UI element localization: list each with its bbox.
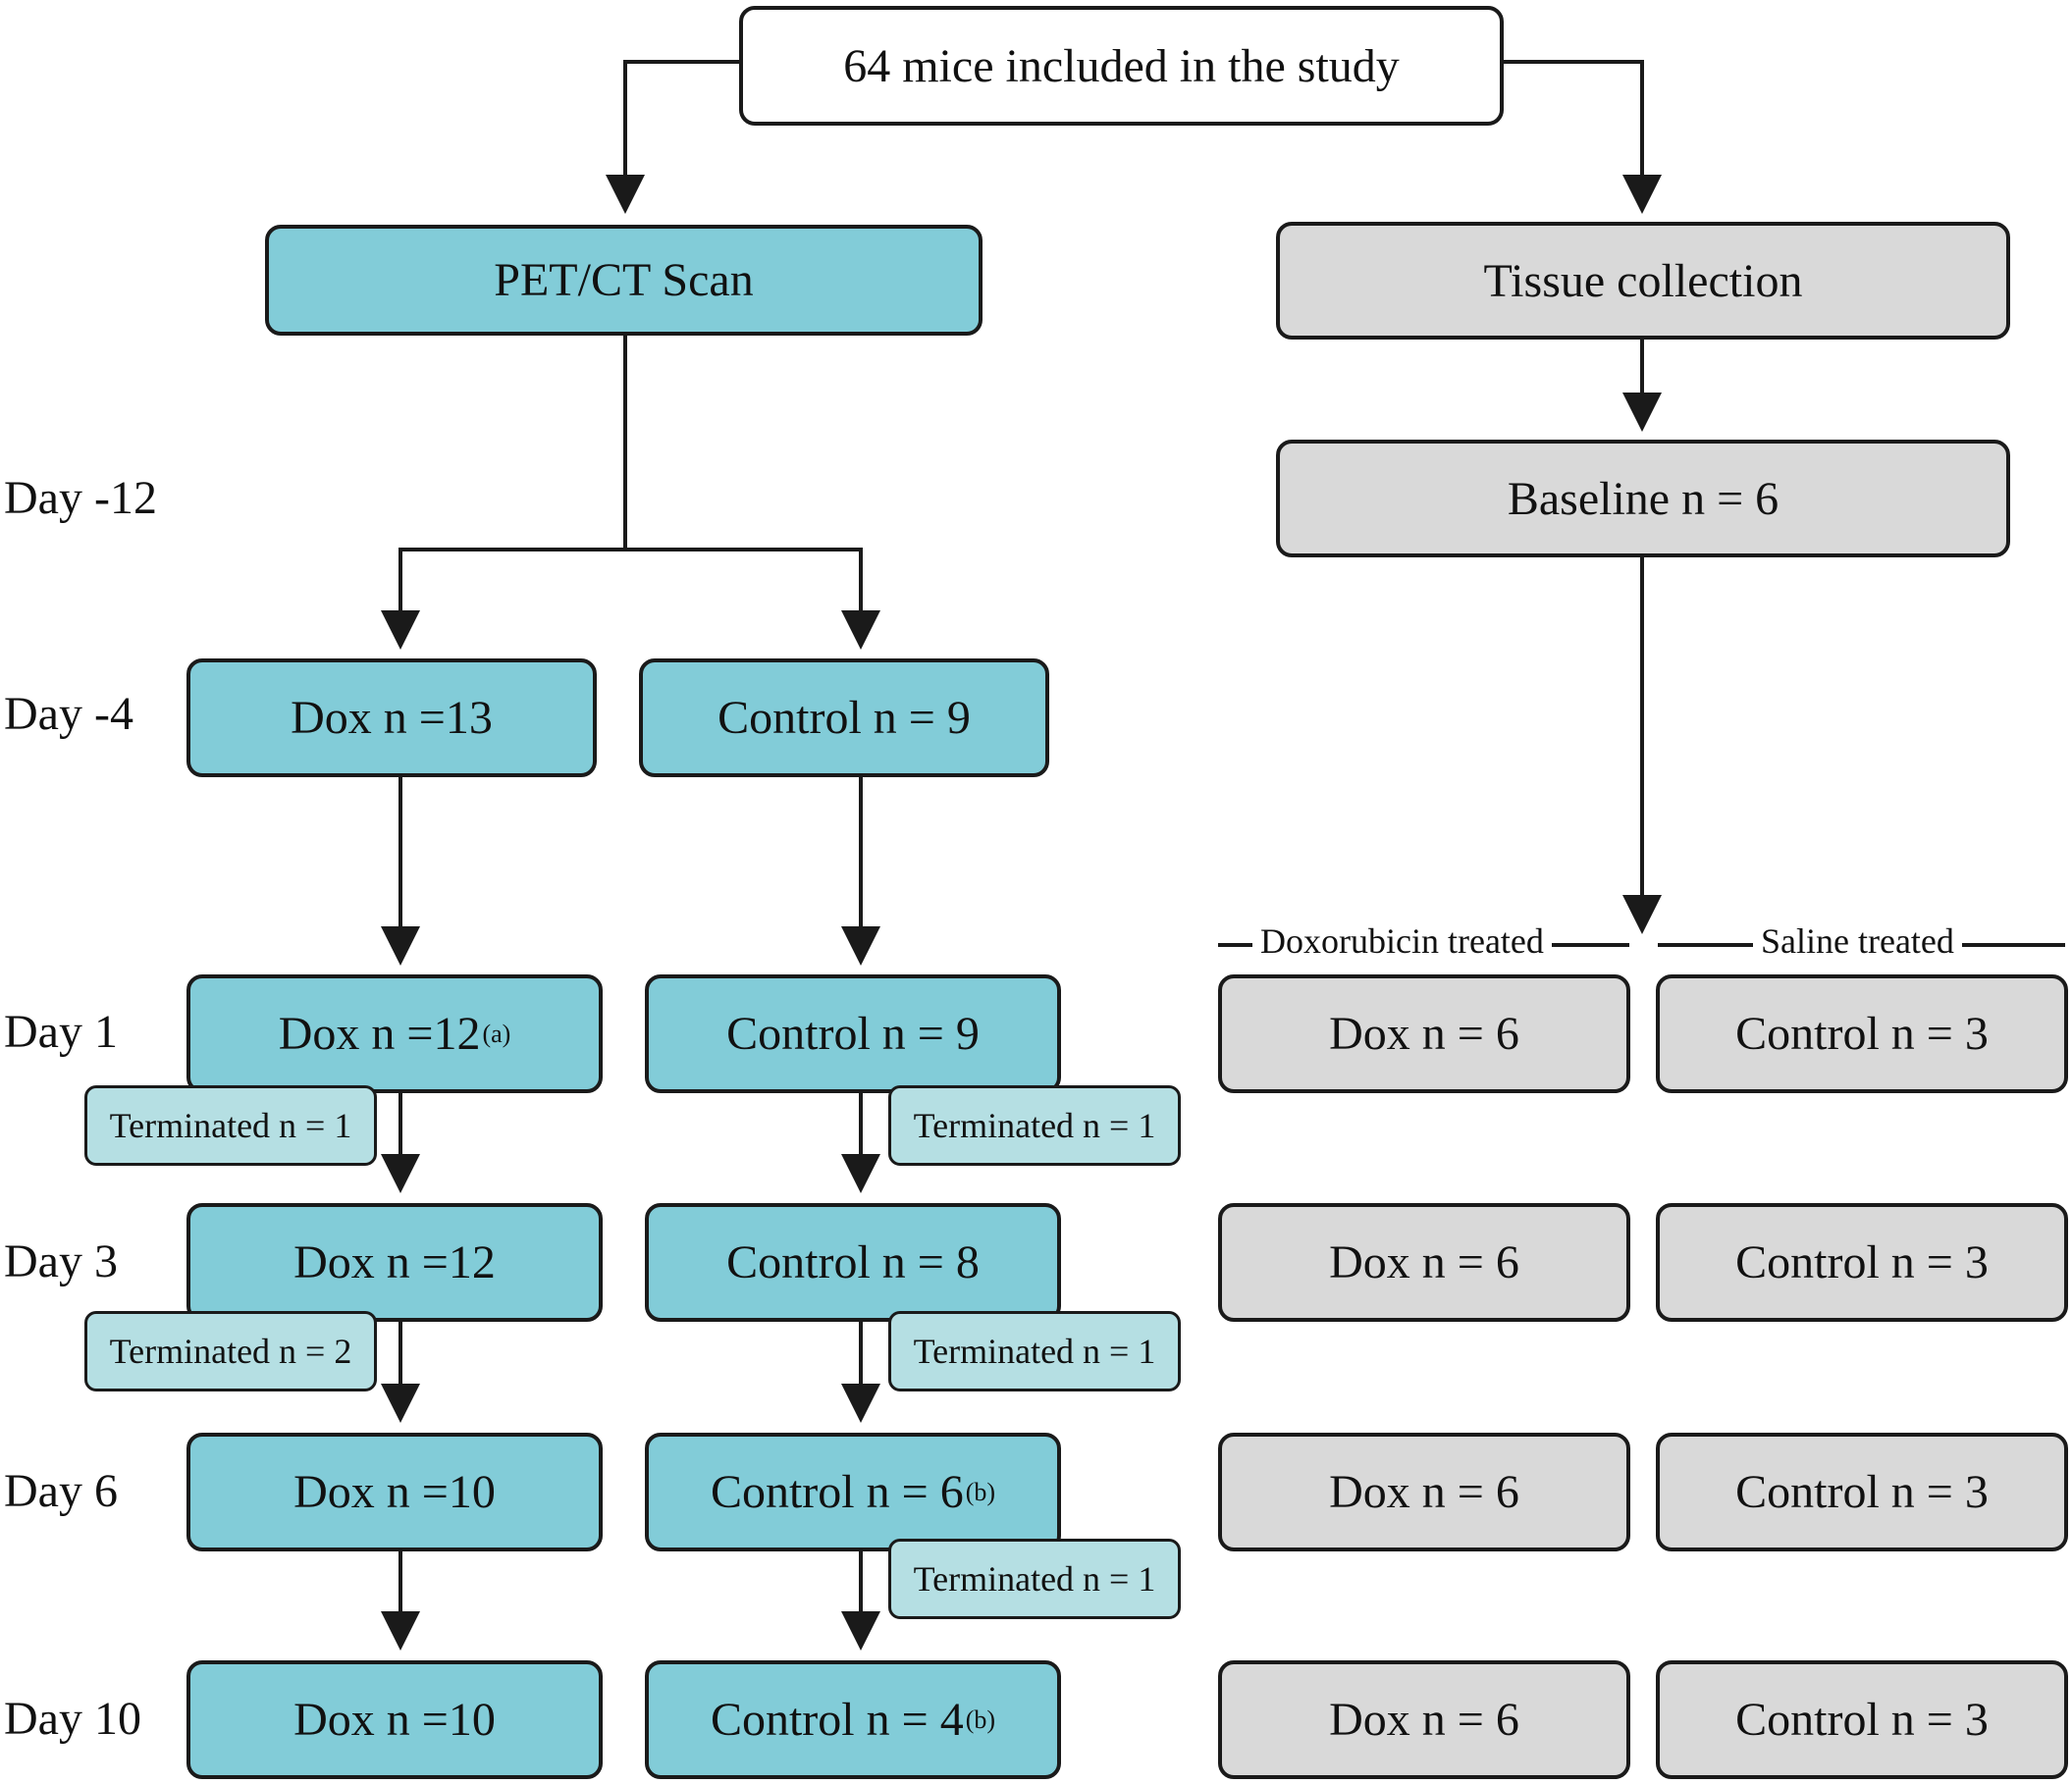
pet-dox-label: Dox n =12 — [278, 1008, 481, 1060]
tissue-control-label: Control n = 3 — [1735, 1466, 1989, 1518]
pet-control-box-day-3: Control n = 8 — [645, 1203, 1061, 1322]
terminated-box-day-6-control: Terminated n = 1 — [888, 1539, 1181, 1619]
terminated-label: Terminated n = 2 — [109, 1332, 352, 1371]
day-label-3: Day 3 — [4, 1235, 118, 1287]
footnote-marker: (b) — [965, 1477, 996, 1506]
pet-dox-label: Dox n =12 — [293, 1236, 496, 1288]
tissue-dox-box-day-3: Dox n = 6 — [1218, 1203, 1630, 1322]
pet-dox-box-day-1: Dox n =12(a) — [186, 974, 603, 1093]
group-header-saline: Saline treated — [1753, 923, 1962, 959]
baseline-label: Baseline n = 6 — [1507, 472, 1780, 525]
pet-control-box-day-minus4: Control n = 9 — [639, 658, 1049, 777]
terminated-label: Terminated n = 1 — [913, 1559, 1156, 1599]
pet-control-box-day-6: Control n = 6(b) — [645, 1433, 1061, 1551]
day-label-6: Day 6 — [4, 1465, 118, 1517]
study-population-box: 64 mice included in the study — [739, 6, 1504, 126]
pet-control-label: Control n = 8 — [726, 1236, 980, 1288]
tissue-control-box-day-1: Control n = 3 — [1656, 974, 2068, 1093]
pet-dox-label: Dox n =10 — [293, 1694, 496, 1746]
pet-dox-box-day-3: Dox n =12 — [186, 1203, 603, 1322]
tissue-dox-box-day-6: Dox n = 6 — [1218, 1433, 1630, 1551]
tissue-control-box-day-10: Control n = 3 — [1656, 1660, 2068, 1779]
pet-ct-scan-label: PET/CT Scan — [494, 254, 754, 306]
pet-dox-box-day-10: Dox n =10 — [186, 1660, 603, 1779]
terminated-box-day-3-dox: Terminated n = 2 — [84, 1311, 377, 1391]
day-label-minus4: Day -4 — [4, 688, 133, 740]
group-header-doxorubicin: Doxorubicin treated — [1252, 923, 1552, 959]
day-label-1: Day 1 — [4, 1006, 118, 1058]
pet-ct-scan-box: PET/CT Scan — [265, 225, 983, 336]
tissue-control-label: Control n = 3 — [1735, 1694, 1989, 1746]
terminated-label: Terminated n = 1 — [913, 1332, 1156, 1371]
arrow-to-dox-d-4 — [381, 548, 625, 650]
tissue-collection-box: Tissue collection — [1276, 222, 2010, 340]
pet-dox-box-day-minus4: Dox n =13 — [186, 658, 597, 777]
pet-control-label: Control n = 9 — [717, 692, 971, 744]
arrow-top-to-tissue — [1504, 60, 1662, 214]
pet-control-box-day-1: Control n = 9 — [645, 974, 1061, 1093]
tissue-control-label: Control n = 3 — [1735, 1008, 1989, 1060]
tissue-dox-box-day-1: Dox n = 6 — [1218, 974, 1630, 1093]
tissue-dox-label: Dox n = 6 — [1329, 1236, 1519, 1288]
terminated-box-day-1-dox: Terminated n = 1 — [84, 1085, 377, 1166]
tissue-dox-label: Dox n = 6 — [1329, 1008, 1519, 1060]
footnote-marker: (b) — [965, 1705, 996, 1734]
arrow-to-control-d-4 — [625, 548, 880, 650]
terminated-box-day-3-control: Terminated n = 1 — [888, 1311, 1181, 1391]
tissue-control-box-day-3: Control n = 3 — [1656, 1203, 2068, 1322]
baseline-box: Baseline n = 6 — [1276, 440, 2010, 557]
pet-control-label: Control n = 9 — [726, 1008, 980, 1060]
pet-control-box-day-10: Control n = 4(b) — [645, 1660, 1061, 1779]
pet-dox-box-day-6: Dox n =10 — [186, 1433, 603, 1551]
pet-control-label: Control n = 6 — [710, 1466, 964, 1518]
terminated-label: Terminated n = 1 — [109, 1106, 352, 1145]
footnote-marker: (a) — [482, 1019, 511, 1048]
tissue-dox-label: Dox n = 6 — [1329, 1694, 1519, 1746]
pet-dox-label: Dox n =13 — [291, 692, 493, 744]
day-label-minus12: Day -12 — [4, 472, 157, 524]
terminated-box-day-1-control: Terminated n = 1 — [888, 1085, 1181, 1166]
pet-control-label: Control n = 4 — [710, 1694, 964, 1746]
tissue-dox-box-day-10: Dox n = 6 — [1218, 1660, 1630, 1779]
study-population-label: 64 mice included in the study — [843, 39, 1400, 92]
terminated-label: Terminated n = 1 — [913, 1106, 1156, 1145]
arrow-top-to-pet — [606, 60, 739, 214]
pet-dox-label: Dox n =10 — [293, 1466, 496, 1518]
tissue-control-box-day-6: Control n = 3 — [1656, 1433, 2068, 1551]
day-label-10: Day 10 — [4, 1693, 141, 1745]
tissue-dox-label: Dox n = 6 — [1329, 1466, 1519, 1518]
tissue-control-label: Control n = 3 — [1735, 1236, 1989, 1288]
tissue-collection-label: Tissue collection — [1483, 254, 1803, 307]
